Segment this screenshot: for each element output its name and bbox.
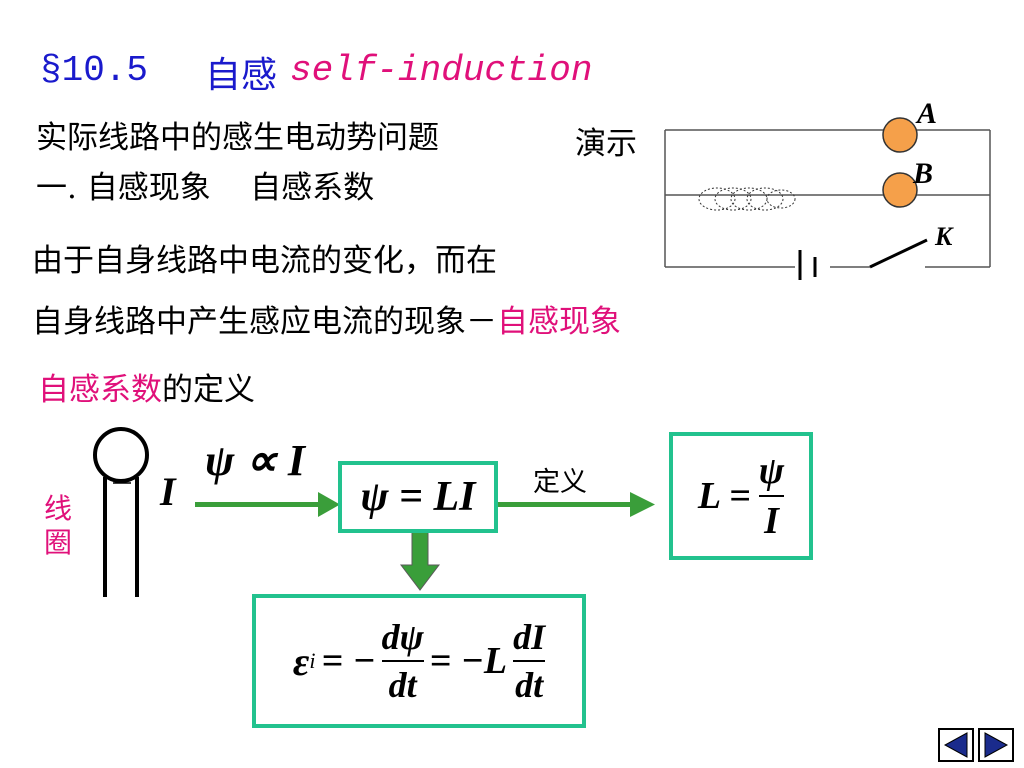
section-title-en: self-induction (290, 50, 593, 91)
definition-arrow-label: 定义 (533, 467, 587, 498)
inductor-coil-icon (698, 187, 796, 211)
flux-derivative-numerator: dψ (381, 617, 424, 657)
current-derivative-numerator: dI (513, 617, 546, 657)
right-triangle-icon (984, 732, 1009, 758)
inductance-fraction: ψ I (758, 449, 785, 543)
flow-arrows (195, 492, 655, 591)
bulb-a-label: A (915, 97, 937, 130)
bulb-a-icon (882, 117, 918, 153)
self-induction-term: 自感现象 (497, 304, 621, 340)
emf-symbol: ε (292, 638, 310, 684)
emf-equals-2: = −L (429, 640, 508, 682)
flux-equation-box: ψ = LI (338, 461, 498, 533)
proportional-relation: ψ ∝ I (205, 436, 305, 485)
flux-derivative: dψ dt (381, 616, 424, 706)
inductance-term: 自感系数 (38, 372, 162, 408)
battery-icon (798, 250, 817, 280)
flux-equation: ψ = LI (360, 474, 476, 520)
paragraph-line-2: 自身线路中产生感应电流的现象－自感现象 (32, 296, 621, 341)
switch-label: K (934, 222, 954, 251)
left-triangle-icon (943, 732, 968, 758)
definition-heading: 自感系数的定义 (38, 364, 255, 409)
inductance-numerator: ψ (758, 450, 785, 492)
bulb-b-icon (882, 172, 918, 208)
subheading: 一. 自感现象 自感系数 (36, 170, 375, 206)
next-slide-button[interactable] (978, 728, 1014, 762)
previous-slide-button[interactable] (938, 728, 974, 762)
circuit-diagram: A B K (664, 97, 991, 280)
flux-derivative-denominator: dt (388, 665, 417, 705)
coil-sketch-icon (93, 427, 149, 597)
inductance-denominator: I (764, 500, 779, 542)
definition-text: 的定义 (162, 372, 255, 408)
current-symbol: I (160, 469, 176, 514)
current-derivative-denominator: dt (515, 665, 544, 705)
emf-equals-1: = − (321, 640, 376, 682)
inductance-lhs: L = (697, 475, 751, 517)
paragraph-line-1: 由于自身线路中电流的变化，而在 (32, 243, 497, 279)
inductance-definition-box: L = ψ I (669, 432, 813, 560)
switch-icon (869, 238, 928, 269)
section-number: §10.5 (40, 50, 149, 91)
current-derivative: dI dt (513, 616, 546, 706)
down-arrow-icon (399, 524, 441, 591)
paragraph-text: 自身线路中产生感应电流的现象－ (32, 304, 497, 340)
coil-label: 线圈 (44, 492, 73, 559)
emf-subscript: i (309, 648, 316, 673)
bulb-b-label: B (912, 157, 933, 190)
demo-label[interactable]: 演示 (575, 126, 637, 162)
intro-line: 实际线路中的感生电动势问题 (36, 120, 439, 156)
section-title-zh: 自感 (205, 55, 278, 96)
